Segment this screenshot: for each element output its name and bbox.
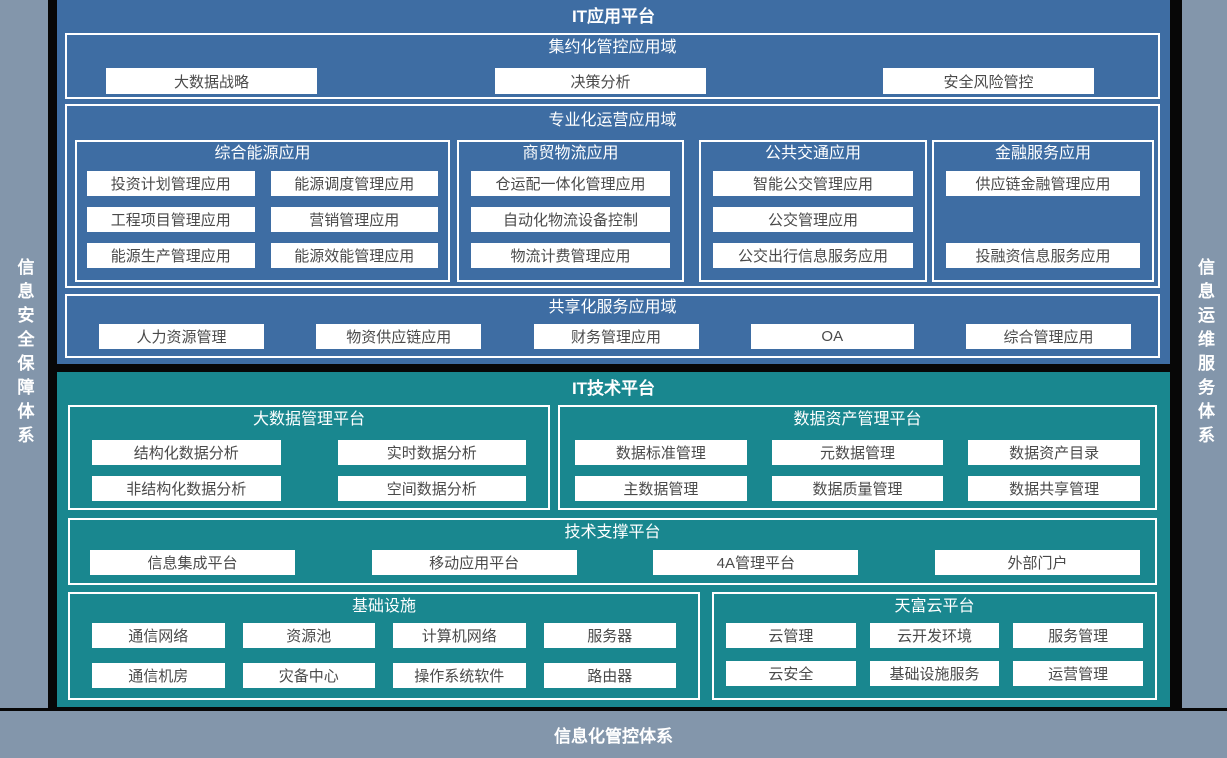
security-system-label: 信息安全保障体系 (14, 258, 34, 450)
data-asset-platform-box: 数据资产管理平台 数据标准管理 元数据管理 数据资产目录 主数据管理 数据质量管… (558, 405, 1157, 510)
data-asset-platform-title: 数据资产管理平台 (793, 411, 922, 428)
module-chip: 能源生产管理应用 (87, 243, 255, 268)
module-chip: 能源调度管理应用 (270, 171, 438, 196)
cloud-grid: 云管理 云开发环境 服务管理 云安全 基础设施服务 运营管理 (714, 623, 1155, 686)
module-chip: 工程项目管理应用 (87, 207, 255, 232)
ops-service-system-label: 信息运维服务体系 (1195, 258, 1214, 450)
module-chip: 公交管理应用 (713, 207, 913, 232)
module-chip: 计算机网络 (393, 623, 526, 648)
module-chip: 综合管理应用 (966, 324, 1131, 349)
energy-group-box: 综合能源应用 投资计划管理应用 能源调度管理应用 工程项目管理应用 营销管理应用… (75, 140, 450, 282)
module-chip: 自动化物流设备控制 (471, 207, 670, 232)
transit-group-title: 公共交通应用 (764, 145, 861, 162)
energy-group-grid: 投资计划管理应用 能源调度管理应用 工程项目管理应用 营销管理应用 能源生产管理… (77, 171, 448, 268)
finance-group-col: 供应链金融管理应用 投融资信息服务应用 (934, 171, 1152, 268)
module-chip: 数据共享管理 (968, 476, 1140, 501)
logistics-group-grid: 仓运配一体化管理应用 自动化物流设备控制 物流计费管理应用 (459, 171, 682, 268)
intensive-domain-box: 集约化管控应用域 大数据战略 决策分析 安全风险管控 (65, 33, 1160, 99)
logistics-group-title: 商贸物流应用 (522, 145, 619, 162)
module-chip: 灾备中心 (242, 663, 375, 688)
governance-system-bar: 信息化管控体系 (0, 711, 1227, 758)
shared-domain-title: 共享化服务应用域 (548, 299, 677, 316)
module-chip: 服务管理 (1013, 623, 1143, 648)
shared-domain-row: 人力资源管理 物资供应链应用 财务管理应用 OA 综合管理应用 (67, 320, 1158, 349)
logistics-group-box: 商贸物流应用 仓运配一体化管理应用 自动化物流设备控制 物流计费管理应用 (457, 140, 684, 282)
module-chip: 运营管理 (1013, 661, 1143, 686)
tech-platform-title: IT技术平台 (571, 379, 656, 398)
tech-support-platform-box: 技术支撑平台 信息集成平台 移动应用平台 4A管理平台 外部门户 (68, 518, 1157, 585)
infrastructure-box: 基础设施 通信网络 资源池 计算机网络 服务器 通信机房 灾备中心 操作系统软件… (68, 592, 700, 700)
security-system-bar: 信息安全保障体系 (0, 0, 48, 708)
shared-domain-box: 共享化服务应用域 人力资源管理 物资供应链应用 财务管理应用 OA 综合管理应用 (65, 294, 1160, 358)
module-chip: 大数据战略 (106, 68, 317, 94)
module-chip: 结构化数据分析 (92, 440, 281, 465)
data-asset-grid: 数据标准管理 元数据管理 数据资产目录 主数据管理 数据质量管理 数据共享管理 (560, 440, 1155, 501)
module-chip: 路由器 (543, 663, 676, 688)
module-chip: 能源效能管理应用 (270, 243, 438, 268)
module-chip: 决策分析 (495, 68, 706, 94)
specialized-domain-title: 专业化运营应用域 (548, 112, 677, 129)
module-chip: 投融资信息服务应用 (946, 243, 1140, 268)
transit-group-box: 公共交通应用 智能公交管理应用 公交管理应用 公交出行信息服务应用 (699, 140, 927, 282)
ops-service-system-bar: 信息运维服务体系 (1182, 0, 1227, 708)
module-chip: 人力资源管理 (99, 324, 264, 349)
module-chip: 物流计费管理应用 (471, 243, 670, 268)
module-chip: 云管理 (726, 623, 856, 648)
module-chip: 非结构化数据分析 (92, 476, 281, 501)
bigdata-platform-box: 大数据管理平台 结构化数据分析 实时数据分析 非结构化数据分析 空间数据分析 (68, 405, 550, 510)
module-chip: 服务器 (543, 623, 676, 648)
app-platform-title: IT应用平台 (571, 7, 656, 26)
module-chip: 操作系统软件 (393, 663, 526, 688)
governance-system-label: 信息化管控体系 (554, 727, 673, 746)
module-chip: 安全风险管控 (883, 68, 1094, 94)
app-platform-panel: IT应用平台 集约化管控应用域 大数据战略 决策分析 安全风险管控 专业化运营应… (57, 0, 1170, 364)
module-chip: 数据标准管理 (575, 440, 747, 465)
module-chip: 通信机房 (92, 663, 225, 688)
bigdata-platform-title: 大数据管理平台 (252, 411, 365, 428)
finance-group-box: 金融服务应用 供应链金融管理应用 投融资信息服务应用 (932, 140, 1154, 282)
module-chip: OA (750, 324, 914, 349)
module-chip: 信息集成平台 (90, 550, 295, 575)
module-chip: 云安全 (726, 661, 856, 686)
module-chip: 通信网络 (92, 623, 225, 648)
module-chip: 数据资产目录 (968, 440, 1140, 465)
cloud-platform-title: 天富云平台 (894, 598, 975, 615)
bigdata-grid: 结构化数据分析 实时数据分析 非结构化数据分析 空间数据分析 (70, 440, 548, 501)
finance-group-title: 金融服务应用 (994, 145, 1091, 162)
module-chip: 云开发环境 (869, 623, 1000, 648)
module-chip: 物资供应链应用 (316, 324, 482, 349)
infrastructure-title: 基础设施 (351, 598, 416, 615)
specialized-domain-box: 专业化运营应用域 综合能源应用 投资计划管理应用 能源调度管理应用 工程项目管理… (65, 104, 1160, 288)
module-chip: 营销管理应用 (270, 207, 438, 232)
module-chip: 供应链金融管理应用 (946, 171, 1140, 196)
module-chip: 空间数据分析 (337, 476, 526, 501)
module-chip: 元数据管理 (771, 440, 944, 465)
bottom-divider (0, 708, 1227, 711)
tech-support-platform-title: 技术支撑平台 (564, 524, 661, 541)
module-chip: 公交出行信息服务应用 (713, 243, 913, 268)
module-chip: 主数据管理 (575, 476, 747, 501)
module-chip: 移动应用平台 (371, 550, 577, 575)
panels-layer: IT应用平台 集约化管控应用域 大数据战略 决策分析 安全风险管控 专业化运营应… (48, 0, 1182, 708)
module-chip: 财务管理应用 (533, 324, 699, 349)
module-chip: 仓运配一体化管理应用 (471, 171, 670, 196)
tech-platform-panel: IT技术平台 大数据管理平台 结构化数据分析 实时数据分析 非结构化数据分析 空… (57, 372, 1170, 707)
module-chip: 实时数据分析 (337, 440, 526, 465)
module-chip: 资源池 (242, 623, 375, 648)
module-chip: 数据质量管理 (771, 476, 944, 501)
module-chip: 投资计划管理应用 (87, 171, 255, 196)
module-chip: 外部门户 (934, 550, 1140, 575)
tech-support-row: 信息集成平台 移动应用平台 4A管理平台 外部门户 (70, 546, 1155, 575)
module-chip: 基础设施服务 (869, 661, 1000, 686)
cloud-platform-box: 天富云平台 云管理 云开发环境 服务管理 云安全 基础设施服务 运营管理 (712, 592, 1157, 700)
intensive-domain-title: 集约化管控应用域 (548, 39, 677, 56)
infrastructure-grid: 通信网络 资源池 计算机网络 服务器 通信机房 灾备中心 操作系统软件 路由器 (70, 623, 698, 688)
module-chip: 4A管理平台 (653, 550, 859, 575)
energy-group-title: 综合能源应用 (214, 145, 311, 162)
transit-group-grid: 智能公交管理应用 公交管理应用 公交出行信息服务应用 (701, 171, 925, 268)
module-chip: 智能公交管理应用 (713, 171, 913, 196)
